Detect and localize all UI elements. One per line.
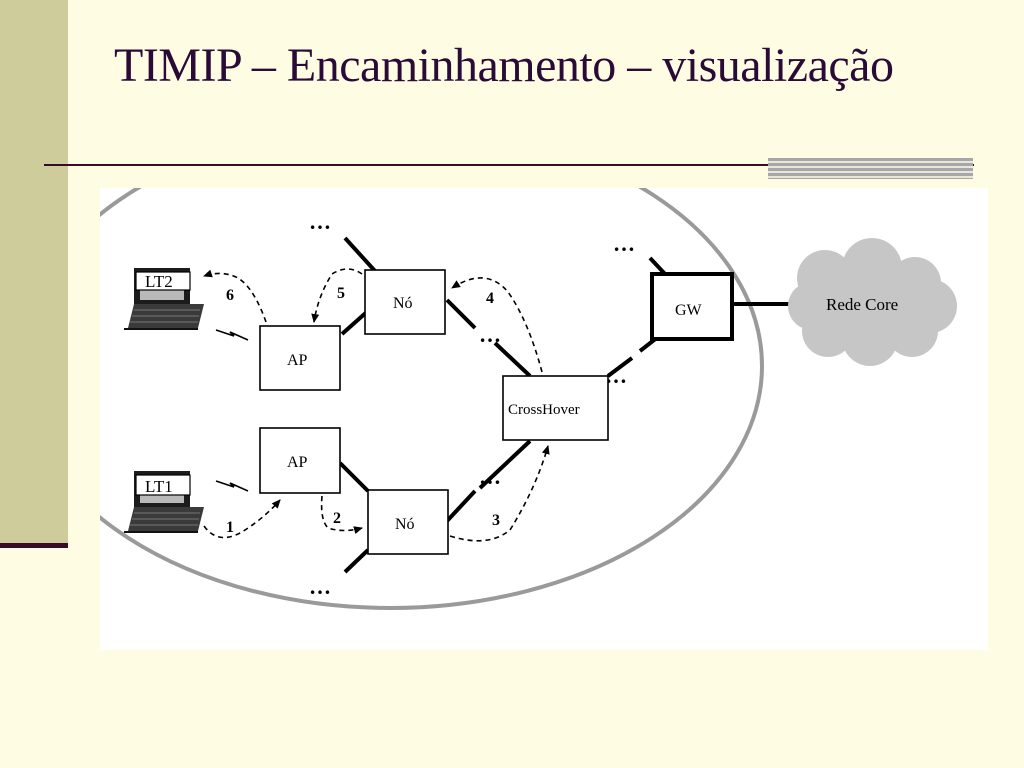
access-point-top-label: AP — [287, 352, 308, 369]
link-dots-no-bottom — [445, 489, 477, 523]
access-point-top: AP — [259, 325, 341, 391]
link-dots-no-top — [343, 236, 377, 273]
laptop-lt2-label: LT2 — [145, 272, 173, 291]
laptop-lt1: LT1 — [124, 471, 204, 533]
step-label-5: 5 — [337, 285, 345, 302]
flow-4-crosshover-to-no — [451, 277, 543, 373]
link-dots-crosshover — [493, 341, 532, 378]
flow-1-lt1-to-ap — [203, 499, 281, 539]
routing-diagram: … … … … … … Rede Core GW Nó — [100, 188, 988, 650]
node-no-top-label: Nó — [393, 295, 413, 312]
ellipsis-crosshover-bottom: … — [479, 464, 502, 489]
ellipsis-crosshover-right: … — [605, 363, 628, 388]
ellipsis-no-top-right: … — [479, 322, 502, 347]
wireless-signal-top — [215, 329, 249, 341]
laptop-lt1-label: LT1 — [145, 477, 173, 496]
domain-boundary — [100, 188, 764, 610]
left-accent-bar-cap — [0, 543, 68, 548]
access-point-bottom-label: AP — [287, 454, 308, 471]
ellipsis-bottom: … — [309, 574, 332, 599]
crosshover-node: CrossHover — [502, 375, 609, 441]
wireless-signal-bottom — [215, 480, 249, 492]
laptop-lt2: LT2 — [124, 268, 204, 330]
gateway-node: GW — [650, 272, 734, 341]
ellipsis-gw-top: … — [613, 231, 636, 256]
step-label-3: 3 — [492, 512, 500, 529]
step-label-6: 6 — [226, 287, 234, 304]
routing-diagram-svg: … … … … … … Rede Core GW Nó — [100, 188, 957, 610]
rede-core-label: Rede Core — [826, 295, 898, 314]
title-underline — [44, 164, 974, 166]
step-label-1: 1 — [226, 519, 234, 536]
link-no-top-dots — [445, 298, 477, 330]
link-dots-gw-top — [648, 256, 667, 276]
rede-core-cloud: Rede Core — [788, 238, 957, 366]
step-label-4: 4 — [486, 290, 494, 307]
node-no-bottom-label: Nó — [395, 516, 415, 533]
flow-2-ap-to-no — [320, 495, 363, 534]
ellipsis-top: … — [309, 209, 332, 234]
title-underline-accent — [768, 158, 973, 179]
flow-3-no-to-crosshover — [449, 445, 550, 542]
link-no-bottom-dots — [343, 548, 370, 574]
step-label-2: 2 — [333, 510, 341, 527]
slide-title: TIMIP – Encaminhamento – visualização — [114, 39, 894, 92]
node-no-bottom: Nó — [367, 489, 449, 555]
gateway-label: GW — [675, 302, 703, 319]
link-crosshover-dots-bottom — [478, 439, 532, 490]
flow-6-ap-to-lt2 — [203, 269, 267, 323]
left-accent-bar — [0, 0, 68, 544]
flow-5-no-to-ap — [311, 268, 363, 323]
access-point-bottom: AP — [259, 427, 341, 494]
crosshover-label: CrossHover — [508, 402, 580, 418]
link-crosshover-dots-right — [606, 356, 634, 378]
node-no-top: Nó — [364, 269, 446, 335]
link-ap-bottom-no-bottom — [338, 461, 370, 493]
